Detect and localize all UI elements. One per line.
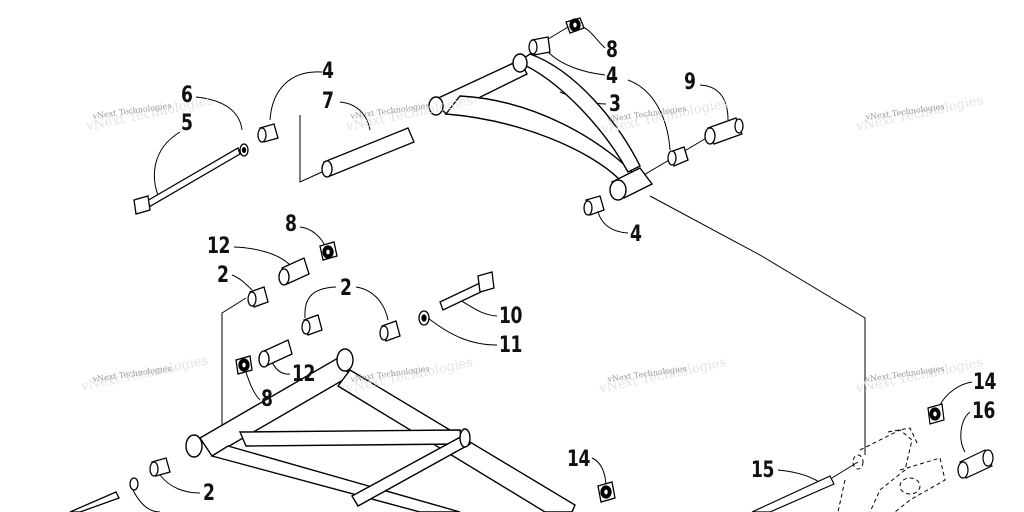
callout-14-right: 14: [973, 370, 997, 395]
leader-14-center: [591, 457, 607, 489]
callout-4-lower: 4: [630, 222, 642, 247]
leader-4-left: [269, 71, 323, 121]
callout-5: 5: [181, 111, 193, 136]
bolt-10: [439, 281, 486, 311]
callout-8-low: 8: [261, 387, 273, 412]
callout-2-left: 2: [217, 263, 229, 288]
alignment-line-upper-left: [299, 115, 323, 183]
leader-4-top: [547, 51, 606, 76]
leader-4-right: [627, 79, 671, 151]
callout-6: 6: [181, 83, 193, 108]
leader-2-mid-b: [355, 286, 389, 321]
callout-16: 16: [972, 399, 996, 424]
leader-11: [427, 317, 498, 346]
leader-9: [699, 84, 729, 121]
callout-12-mid: 12: [207, 234, 231, 259]
upper-a-arm: [428, 53, 654, 201]
alignment-line-lower-left: [221, 297, 247, 428]
callout-15: 15: [751, 458, 775, 483]
callout-12-low: 12: [292, 362, 316, 387]
spindle-bracket: [837, 427, 946, 512]
pin-15: [751, 475, 835, 512]
leader-4-lower: [597, 211, 629, 234]
leader-7: [339, 101, 371, 131]
leader-8-low: [245, 371, 261, 401]
leader-2-bottom: [159, 474, 201, 494]
alignment-line-pin-15: [831, 461, 859, 479]
leader-12-mid: [233, 246, 291, 266]
callout-4-left: 4: [322, 59, 334, 84]
callout-10: 10: [499, 304, 523, 329]
callout-4-top: 4: [606, 64, 618, 89]
leader-6: [195, 96, 243, 131]
bolt-5: [139, 147, 241, 212]
leader-16: [960, 411, 971, 453]
leader-2-left: [231, 274, 253, 291]
sleeve-7: [323, 127, 415, 177]
lower-a-arm: [185, 348, 576, 512]
callout-11: 11: [499, 333, 523, 358]
leader-2-mid: [304, 286, 337, 319]
callout-8-mid: 8: [285, 212, 297, 237]
callout-2-bottom: 2: [203, 481, 215, 506]
alignment-line-upper-right: [649, 195, 866, 455]
leader-5: [153, 131, 181, 196]
callout-14-center: 14: [567, 447, 591, 472]
leader-14-right: [939, 381, 973, 406]
callout-8-top: 8: [606, 38, 618, 63]
callout-2-mid: 2: [340, 276, 352, 301]
washer-bottom: [129, 477, 139, 491]
callout-9: 9: [684, 70, 696, 95]
bolt-bottom: [69, 491, 120, 512]
leader-2-corner: [131, 487, 161, 512]
callout-7: 7: [322, 89, 334, 114]
callout-3: 3: [609, 92, 621, 117]
